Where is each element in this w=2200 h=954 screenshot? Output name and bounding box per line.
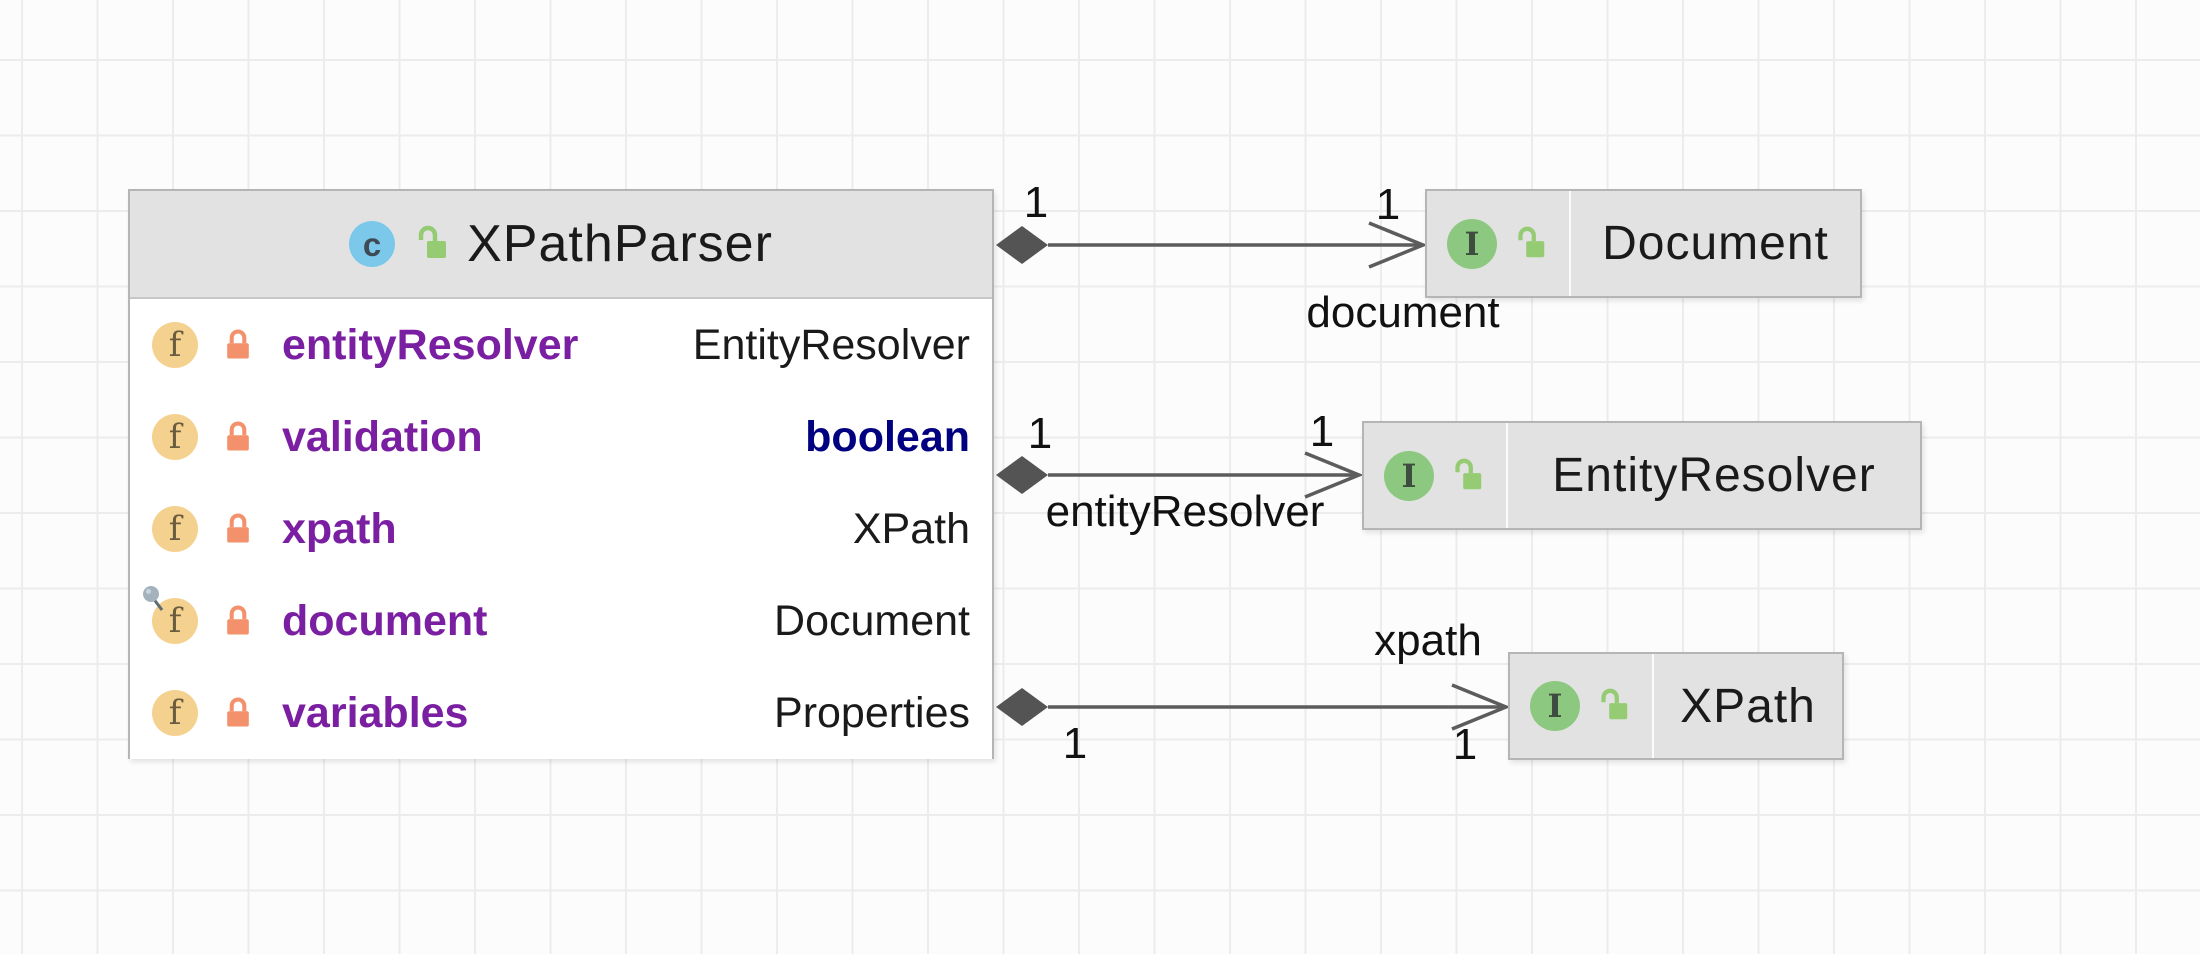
interface-node-entityresolver[interactable]: I EntityResolver [1362,421,1922,530]
pin-icon [143,586,164,611]
edge-entityresolver-label[interactable]: entityResolver [1045,487,1325,536]
field-row-entityresolver[interactable]: f entityResolver EntityResolver [130,299,992,391]
lock-open-icon [1455,458,1482,489]
field-icon: f [152,506,198,552]
interface-node-icons: I [1510,654,1654,758]
class-node-xpathparser[interactable]: c XPathParser f entityResolver EntityRes… [128,189,994,759]
interface-name: XPath [1680,679,1816,733]
edge-document-source-multiplicity[interactable]: 1 [1023,178,1049,227]
open-arrowhead-icon [1451,683,1511,731]
field-icon: f [152,598,198,644]
field-name: entityResolver [282,320,579,369]
interface-name: EntityResolver [1552,449,1876,502]
field-type: EntityResolver [692,320,970,369]
field-row-document[interactable]: f document Document [130,575,992,667]
field-icon: f [152,690,198,736]
field-name: xpath [282,504,397,553]
lock-closed-icon [227,329,249,359]
edge-xpath-label[interactable]: xpath [1374,616,1482,665]
open-arrowhead-icon [1304,451,1364,499]
edge-xpath-source-multiplicity[interactable]: 1 [1062,719,1088,768]
interface-node-icons: I [1427,191,1571,296]
field-icon: f [152,322,198,368]
interface-node-icons: I [1364,423,1508,528]
edge-entityresolver-target-multiplicity[interactable]: 1 [1309,407,1335,456]
aggregation-diamond-icon [996,456,1048,494]
lock-closed-icon [227,605,249,635]
field-type: Properties [774,688,970,737]
interface-node-document[interactable]: I Document [1425,189,1862,298]
lock-closed-icon [227,513,249,543]
interface-icon: I [1530,681,1580,731]
lock-open-icon [418,225,447,258]
field-icon: f [152,414,198,460]
lock-open-icon [1518,226,1545,257]
lock-closed-icon [227,421,249,451]
interface-icon: I [1384,450,1434,501]
aggregation-edge-xpath[interactable] [996,683,1511,731]
field-type: XPath [852,504,970,553]
lock-closed-icon [227,697,249,727]
interface-name: Document [1602,217,1829,270]
open-arrowhead-icon [1368,221,1428,269]
lock-open-icon [1601,688,1628,720]
field-type: Document [774,596,970,645]
field-name: document [282,596,488,645]
class-node-body: f entityResolver EntityResolver f valida… [130,299,992,759]
field-type: boolean [805,412,970,461]
aggregation-edge-document[interactable] [996,221,1428,269]
aggregation-edge-entityresolver[interactable] [996,451,1364,499]
aggregation-diamond-icon [996,688,1048,726]
class-name: XPathParser [467,215,773,273]
interface-icon: I [1447,218,1497,269]
class-icon: c [349,221,396,267]
field-row-xpath[interactable]: f xpath XPath [130,483,992,575]
field-name: variables [282,688,469,737]
edge-entityresolver-source-multiplicity[interactable]: 1 [1027,409,1053,458]
field-name: validation [282,412,483,461]
interface-node-xpath[interactable]: I XPath [1508,652,1844,760]
edge-xpath-target-multiplicity[interactable]: 1 [1452,720,1478,769]
class-node-header[interactable]: c XPathParser [130,191,992,299]
field-row-variables[interactable]: f variables Properties [130,667,992,759]
edge-document-target-multiplicity[interactable]: 1 [1375,180,1401,229]
field-row-validation[interactable]: f validation boolean [130,391,992,483]
aggregation-diamond-icon [996,226,1048,264]
